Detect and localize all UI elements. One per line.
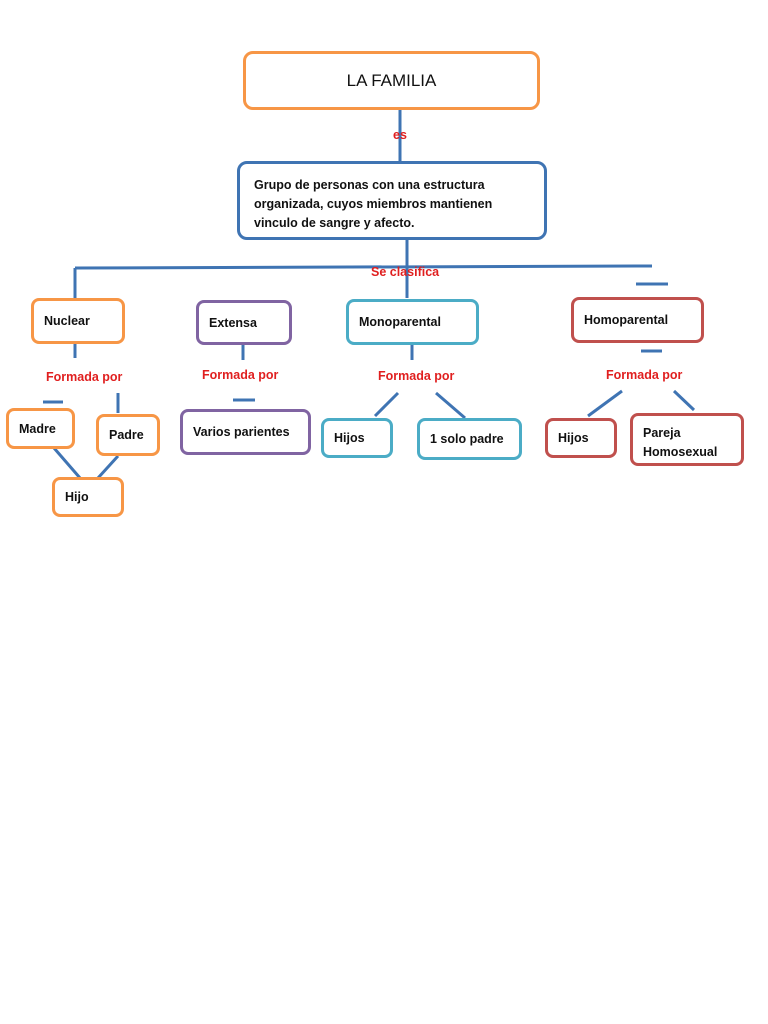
link-label-nuclear: Formada por <box>46 370 123 384</box>
type-monoparental: Monoparental <box>346 299 479 345</box>
line-homo-left <box>587 389 623 418</box>
link-label-es: es <box>393 128 407 142</box>
member-hijos-homo: Hijos <box>545 418 617 458</box>
member-madre: Madre <box>6 408 75 449</box>
definition-node: Grupo de personas con una estructura org… <box>237 161 547 240</box>
member-un-solo-padre: 1 solo padre <box>417 418 522 460</box>
member-pareja-homosexual: Pareja Homosexual <box>630 413 744 466</box>
type-homoparental: Homoparental <box>571 297 704 343</box>
line-mono-right <box>435 391 466 420</box>
line-madre-hijo <box>52 447 82 479</box>
member-varios-parientes: Varios parientes <box>180 409 311 455</box>
link-label-homoparental: Formada por <box>606 368 683 382</box>
link-label-se-clasifica: Se clasifica <box>371 265 440 279</box>
line-homo-right <box>672 389 696 412</box>
line-mono-left <box>373 391 400 418</box>
type-extensa: Extensa <box>196 300 292 345</box>
member-hijos-mono: Hijos <box>321 418 393 458</box>
line-branch-horizontal <box>74 264 653 270</box>
link-label-monoparental: Formada por <box>378 369 455 383</box>
line-padre-hijo <box>96 454 120 480</box>
type-nuclear: Nuclear <box>31 298 125 344</box>
link-label-extensa: Formada por <box>202 368 279 382</box>
member-padre: Padre <box>96 414 160 456</box>
member-hijo: Hijo <box>52 477 124 517</box>
title-node: LA FAMILIA <box>243 51 540 110</box>
